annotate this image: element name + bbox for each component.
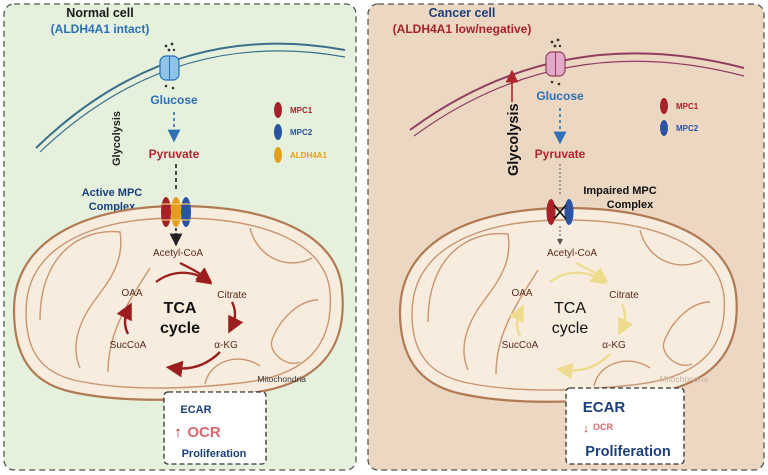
legend: MPC1 MPC2 bbox=[660, 98, 699, 136]
glucose-label: Glucose bbox=[150, 93, 198, 107]
tca-label-line1: TCA bbox=[554, 300, 586, 317]
impaired-mpc-complex-label-1: Impaired MPC bbox=[583, 185, 656, 197]
oaa-label: OAA bbox=[511, 288, 532, 299]
glucose-transporter bbox=[545, 38, 566, 86]
pyruvate-label: Pyruvate bbox=[535, 147, 586, 161]
glycolysis-label: Glycolysis bbox=[111, 111, 123, 166]
mpc2-legend-label: MPC2 bbox=[676, 124, 699, 133]
ecar-label: ECAR bbox=[180, 404, 211, 416]
glycolysis-label-bold: Glycolysis bbox=[506, 103, 522, 176]
citrate-label: Citrate bbox=[609, 290, 639, 301]
tca-label-line1: TCA bbox=[164, 300, 197, 317]
acetyl-coa-label: Acetyl-CoA bbox=[547, 248, 597, 259]
ocr-label: OCR bbox=[593, 422, 614, 432]
ocr-down-arrow: ↓ bbox=[583, 423, 589, 435]
mpc1-legend-swatch bbox=[274, 102, 282, 118]
succoa-label: SucCoA bbox=[110, 340, 147, 351]
tca-label-line2: cycle bbox=[160, 320, 200, 337]
akg-label: α-KG bbox=[214, 340, 238, 351]
mpc2-legend-label: MPC2 bbox=[290, 128, 313, 137]
tca-cycle-impaired bbox=[508, 262, 634, 380]
citrate-label: Citrate bbox=[217, 290, 247, 301]
cancer-readout-box: ECAR ↓ OCR Proliferation bbox=[565, 387, 685, 465]
mitochondria-label: Mitochondria bbox=[257, 374, 306, 384]
mpc1-legend-label: MPC1 bbox=[290, 106, 313, 115]
cancer-cell-membrane bbox=[409, 52, 745, 131]
oaa-label: OAA bbox=[121, 288, 142, 299]
impaired-mpc-complex bbox=[546, 199, 574, 225]
mpc2-legend-swatch bbox=[274, 124, 282, 140]
akg-label: α-KG bbox=[602, 340, 626, 351]
normal-readout-box: ECAR ↑ OCR Proliferation bbox=[163, 391, 267, 465]
active-mpc-complex-label-1: Active MPC bbox=[82, 187, 143, 199]
acetyl-coa-label: Acetyl-CoA bbox=[153, 248, 203, 259]
aldh4a1-legend-swatch bbox=[274, 147, 282, 163]
glucose-transporter bbox=[159, 42, 180, 90]
ocr-up-arrow: ↑ bbox=[174, 424, 182, 441]
proliferation-label: Proliferation bbox=[585, 444, 670, 460]
legend: MPC1 MPC2 ALDH4A1 bbox=[274, 102, 327, 163]
cancer-cell-title: Cancer cell bbox=[429, 6, 496, 20]
normal-cell-title: Normal cell bbox=[66, 6, 133, 20]
mpc1-legend-swatch bbox=[660, 98, 668, 114]
cancer-cell-membrane-inner bbox=[413, 60, 745, 137]
ocr-label: OCR bbox=[187, 424, 221, 441]
cell-membrane-inner bbox=[39, 50, 346, 153]
proliferation-label: Proliferation bbox=[182, 448, 247, 460]
mpc1-legend-label: MPC1 bbox=[676, 102, 699, 111]
aldh4a1-legend-label: ALDH4A1 bbox=[290, 151, 327, 160]
active-mpc-complex bbox=[161, 197, 191, 227]
ecar-label: ECAR bbox=[583, 399, 626, 416]
mitochondrion bbox=[12, 204, 344, 401]
normal-cell-panel: Normal cell (ALDH4A1 intact) Glucose Gly… bbox=[3, 3, 357, 471]
cancer-cell-subtitle: (ALDH4A1 low/negative) bbox=[393, 22, 532, 36]
tca-cycle-active bbox=[116, 262, 244, 378]
impaired-mpc-complex-label-2: Complex bbox=[607, 199, 654, 211]
normal-cell-subtitle: (ALDH4A1 intact) bbox=[51, 22, 150, 36]
cancer-cell-panel: Cancer cell (ALDH4A1 low/negative) Glyco… bbox=[367, 3, 765, 471]
tca-label-line2: cycle bbox=[552, 320, 589, 337]
pyruvate-label: Pyruvate bbox=[149, 147, 200, 161]
succoa-label: SucCoA bbox=[502, 340, 539, 351]
mpc2-legend-swatch bbox=[660, 120, 668, 136]
cell-membrane bbox=[35, 42, 346, 149]
mitochondria-label: Mitochondria bbox=[659, 374, 708, 384]
glucose-label: Glucose bbox=[536, 89, 584, 103]
